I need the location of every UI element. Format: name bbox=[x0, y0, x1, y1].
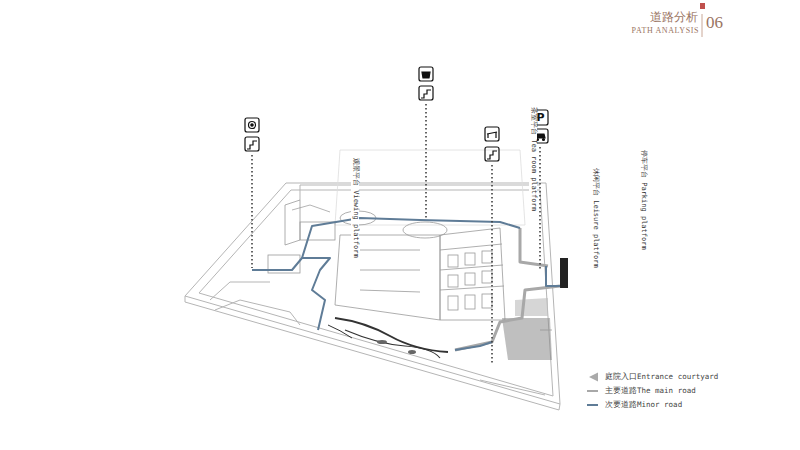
water-feature-part bbox=[335, 318, 448, 352]
legend-row: 次要道路Minor road bbox=[586, 399, 682, 411]
callout-icons-part bbox=[543, 139, 545, 141]
callout-label: 停车平台 Parking platform bbox=[639, 149, 647, 251]
site-base-part bbox=[210, 282, 270, 300]
header-ornament-part bbox=[700, 3, 705, 9]
callout-icons-part bbox=[487, 151, 497, 159]
legend-text: 次要道路Minor road bbox=[605, 400, 682, 410]
callout-icons-part bbox=[419, 86, 433, 100]
villa-building-part bbox=[465, 295, 475, 309]
water-feature-part bbox=[345, 330, 440, 358]
entrance-triangle bbox=[589, 373, 598, 382]
callout-icons-part bbox=[251, 124, 253, 126]
callout-icons bbox=[245, 67, 548, 161]
paved-area-part bbox=[515, 298, 548, 316]
villa-building-part bbox=[285, 200, 300, 245]
minor-road bbox=[252, 218, 560, 350]
callout-icons-part bbox=[495, 132, 496, 138]
villa-building-part bbox=[482, 294, 492, 308]
main-road-sample bbox=[587, 390, 598, 392]
main-road-part bbox=[520, 228, 548, 266]
leader-lines-part bbox=[539, 147, 541, 270]
villa-building-part bbox=[440, 228, 505, 320]
main-road-part bbox=[455, 286, 560, 350]
villa-building-part bbox=[465, 253, 475, 265]
callout-icons-part bbox=[249, 122, 256, 129]
callout-icons-part bbox=[485, 147, 499, 161]
site-base-part bbox=[185, 296, 560, 410]
villa-building-part bbox=[360, 270, 420, 271]
minor-road-part bbox=[302, 218, 520, 258]
minor-road-sample bbox=[587, 404, 598, 406]
paved-area-part bbox=[502, 318, 552, 360]
paved-area bbox=[502, 258, 568, 360]
legend-text: 庭院入口Entrance courtyard bbox=[605, 372, 718, 382]
site-base-part bbox=[185, 183, 560, 404]
callout-label: 休闲平台 Leisure platform bbox=[591, 167, 599, 269]
parking-symbol: P bbox=[533, 110, 548, 125]
legend-swatch bbox=[586, 372, 599, 382]
header-ornament-part bbox=[702, 14, 703, 37]
villa-building-part bbox=[403, 222, 447, 238]
page-number: 06 bbox=[706, 14, 723, 33]
callout-icons-part bbox=[419, 67, 433, 81]
legend-row: 主要道路The main road bbox=[586, 385, 696, 397]
legend-swatch bbox=[586, 386, 599, 396]
header-ornament bbox=[700, 3, 705, 37]
site-base-part bbox=[199, 190, 553, 396]
villa-building-part bbox=[482, 251, 492, 263]
callout-icons-part bbox=[487, 134, 488, 138]
callout-icons-part bbox=[245, 137, 259, 151]
legend-swatch bbox=[586, 400, 599, 410]
page-title: 道路分析 bbox=[650, 11, 698, 24]
subtitle: PATH ANALYSIS bbox=[632, 27, 699, 36]
callout-icons-part bbox=[247, 141, 257, 149]
minor-road-part bbox=[455, 342, 492, 350]
water-feature bbox=[328, 318, 448, 358]
villa-building-part bbox=[482, 271, 492, 283]
villa-building-part bbox=[448, 255, 458, 267]
leader-lines-part bbox=[491, 165, 493, 365]
callout-icons-part bbox=[421, 90, 431, 98]
villa-building-part bbox=[360, 250, 420, 251]
villa-building-part bbox=[448, 275, 458, 287]
site-base bbox=[185, 183, 560, 410]
water-feature-part bbox=[328, 325, 352, 338]
callout-label: 茶室平台 Tea room platform bbox=[529, 106, 537, 212]
leader-lines bbox=[252, 104, 540, 365]
site-base-part bbox=[215, 300, 300, 325]
water-feature-part bbox=[377, 340, 387, 344]
site-base-part bbox=[480, 380, 545, 395]
legend-text: 主要道路The main road bbox=[605, 386, 696, 396]
villa-building-part bbox=[448, 296, 458, 310]
site-base-part bbox=[292, 205, 330, 212]
site-base-part bbox=[300, 185, 540, 200]
water-feature-part bbox=[408, 350, 416, 354]
villa-building bbox=[268, 150, 525, 320]
legend-row: 庭院入口Entrance courtyard bbox=[586, 371, 718, 383]
leader-lines-part bbox=[251, 155, 253, 268]
villa-building-part bbox=[465, 273, 475, 285]
main-road bbox=[455, 228, 560, 350]
callout-icons-part bbox=[245, 118, 259, 132]
villa-building-part bbox=[440, 265, 503, 270]
callout-label: 观景平台 Viewing platform bbox=[351, 157, 359, 259]
leader-lines-part bbox=[425, 104, 427, 218]
callout-icons-part bbox=[485, 127, 499, 141]
villa-building-part bbox=[360, 290, 420, 292]
minor-road-part bbox=[252, 258, 330, 330]
minor-road-part bbox=[546, 266, 560, 286]
callout-icons-part bbox=[536, 134, 545, 138]
callout-icons-part bbox=[422, 72, 430, 78]
paved-area-part bbox=[560, 258, 568, 288]
